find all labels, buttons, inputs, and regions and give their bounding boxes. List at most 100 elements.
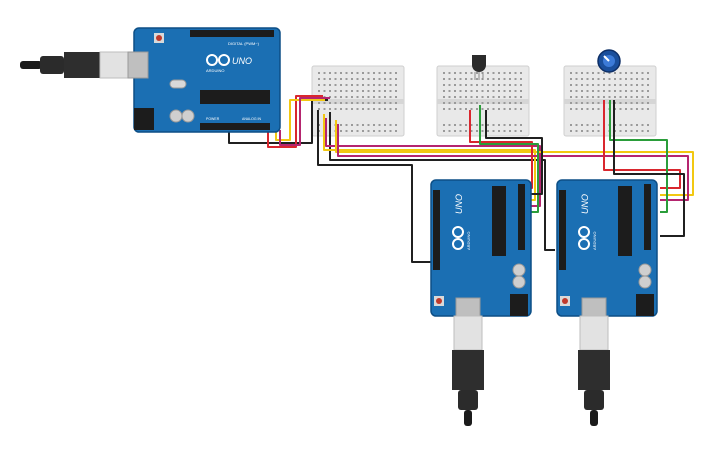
breadboard-hole bbox=[575, 108, 578, 110]
breadboard-hole bbox=[608, 72, 611, 74]
breadboard-hole bbox=[498, 124, 500, 126]
breadboard-hole bbox=[334, 96, 337, 98]
breadboard-hole bbox=[597, 96, 600, 98]
breadboard-hole bbox=[373, 124, 375, 126]
breadboard-hole bbox=[362, 78, 364, 80]
breadboard-hole bbox=[592, 124, 594, 126]
breadboard-hole bbox=[373, 108, 375, 110]
breadboard-hole bbox=[470, 124, 473, 126]
wire-black-bus bbox=[317, 110, 433, 263]
breadboard-hole bbox=[465, 72, 467, 74]
breadboard-hole bbox=[351, 102, 353, 104]
breadboard-hole bbox=[318, 90, 320, 92]
breadboard-hole bbox=[378, 124, 381, 126]
breadboard-hole bbox=[351, 108, 353, 110]
breadboard-hole bbox=[481, 84, 484, 86]
slave-2-usb-cable[interactable] bbox=[578, 315, 610, 426]
breadboard-hole bbox=[476, 78, 478, 80]
breadboard-hole bbox=[492, 102, 495, 104]
master-usb-cable[interactable] bbox=[20, 51, 135, 79]
slave-1-brand-label: ARDUINO bbox=[466, 232, 471, 250]
breadboard-hole bbox=[647, 108, 649, 110]
wire-black-sensor bbox=[485, 110, 543, 195]
breadboard-hole bbox=[362, 108, 364, 110]
breadboard-hole bbox=[351, 96, 353, 98]
breadboard-hole bbox=[636, 72, 638, 74]
potentiometer-icon[interactable] bbox=[597, 49, 621, 73]
breadboard-hole bbox=[448, 78, 451, 80]
breadboard-hole bbox=[586, 84, 589, 86]
breadboard-hole bbox=[384, 102, 386, 104]
breadboard-hole bbox=[318, 108, 320, 110]
breadboard-hole bbox=[476, 96, 478, 98]
breadboard-hole bbox=[459, 84, 462, 86]
breadboard-hole bbox=[625, 102, 627, 104]
breadboard-hole bbox=[570, 72, 572, 74]
temperature-sensor-icon[interactable] bbox=[472, 55, 486, 80]
wire-yellow-bus-2 bbox=[335, 120, 694, 196]
breadboard-hole bbox=[641, 84, 644, 86]
breadboard-hole bbox=[487, 84, 489, 86]
breadboard-hole bbox=[570, 78, 572, 80]
breadboard-hole bbox=[597, 72, 600, 74]
wire-magenta-master-a5 bbox=[279, 97, 330, 146]
breadboard-hole bbox=[581, 130, 583, 132]
wire-yellow-bus bbox=[323, 114, 536, 201]
breadboard-hole bbox=[443, 108, 445, 110]
breadboard-hole bbox=[581, 102, 583, 104]
breadboard-hole bbox=[389, 78, 392, 80]
breadboard-hole bbox=[630, 108, 633, 110]
breadboard-hole bbox=[625, 90, 627, 92]
breadboard-hole bbox=[465, 124, 467, 126]
breadboard-hole bbox=[470, 72, 473, 74]
arduino-logo-icon bbox=[452, 226, 464, 250]
breadboard-hole bbox=[389, 72, 392, 74]
breadboard-hole bbox=[636, 124, 638, 126]
breadboard-hole bbox=[592, 90, 594, 92]
breadboard-hole bbox=[641, 78, 644, 80]
breadboard-hole bbox=[597, 90, 600, 92]
breadboard-hole bbox=[636, 130, 638, 132]
breadboard-hole bbox=[470, 130, 473, 132]
breadboard-hole bbox=[509, 72, 511, 74]
breadboard-hole bbox=[329, 90, 331, 92]
slave-2-model-label: UNO bbox=[580, 194, 590, 214]
breadboard-hole bbox=[443, 90, 445, 92]
breadboard-hole bbox=[498, 72, 500, 74]
arduino-master[interactable]: UNO ARDUINO DIGITAL (PWM~) POWER ANALOG … bbox=[127, 27, 281, 133]
breadboard-hole bbox=[520, 90, 522, 92]
breadboard-hole bbox=[641, 90, 644, 92]
breadboard-hole bbox=[647, 78, 649, 80]
breadboard-hole bbox=[614, 84, 616, 86]
breadboard-hole bbox=[487, 108, 489, 110]
breadboard-hole bbox=[356, 124, 359, 126]
breadboard-hole bbox=[470, 108, 473, 110]
breadboard-hole bbox=[586, 78, 589, 80]
breadboard-hole bbox=[492, 78, 495, 80]
breadboard-hole bbox=[373, 78, 375, 80]
slave-1-usb-cable[interactable] bbox=[452, 315, 484, 426]
breadboard-hole bbox=[570, 108, 572, 110]
breadboard-hole bbox=[625, 96, 627, 98]
breadboard-hole bbox=[630, 72, 633, 74]
breadboard-hole bbox=[318, 72, 320, 74]
breadboard-hole bbox=[487, 130, 489, 132]
breadboard-hole bbox=[647, 130, 649, 132]
breadboard-hole bbox=[384, 78, 386, 80]
breadboard-hole bbox=[356, 72, 359, 74]
breadboard-hole bbox=[575, 78, 578, 80]
breadboard-hole bbox=[503, 78, 506, 80]
breadboard-hole bbox=[492, 84, 495, 86]
breadboard-hole bbox=[575, 124, 578, 126]
arduino-slave-1[interactable]: UNO ARDUINO bbox=[430, 179, 532, 319]
breadboard-hole bbox=[356, 102, 359, 104]
breadboard-hole bbox=[503, 124, 506, 126]
breadboard-2[interactable] bbox=[436, 65, 530, 137]
breadboard-hole bbox=[459, 78, 462, 80]
breadboard-hole bbox=[514, 130, 517, 132]
breadboard-hole bbox=[362, 96, 364, 98]
breadboard-hole bbox=[373, 130, 375, 132]
arduino-slave-2[interactable]: UNO ARDUINO bbox=[556, 179, 658, 319]
breadboard-hole bbox=[340, 96, 342, 98]
breadboard-hole bbox=[514, 78, 517, 80]
